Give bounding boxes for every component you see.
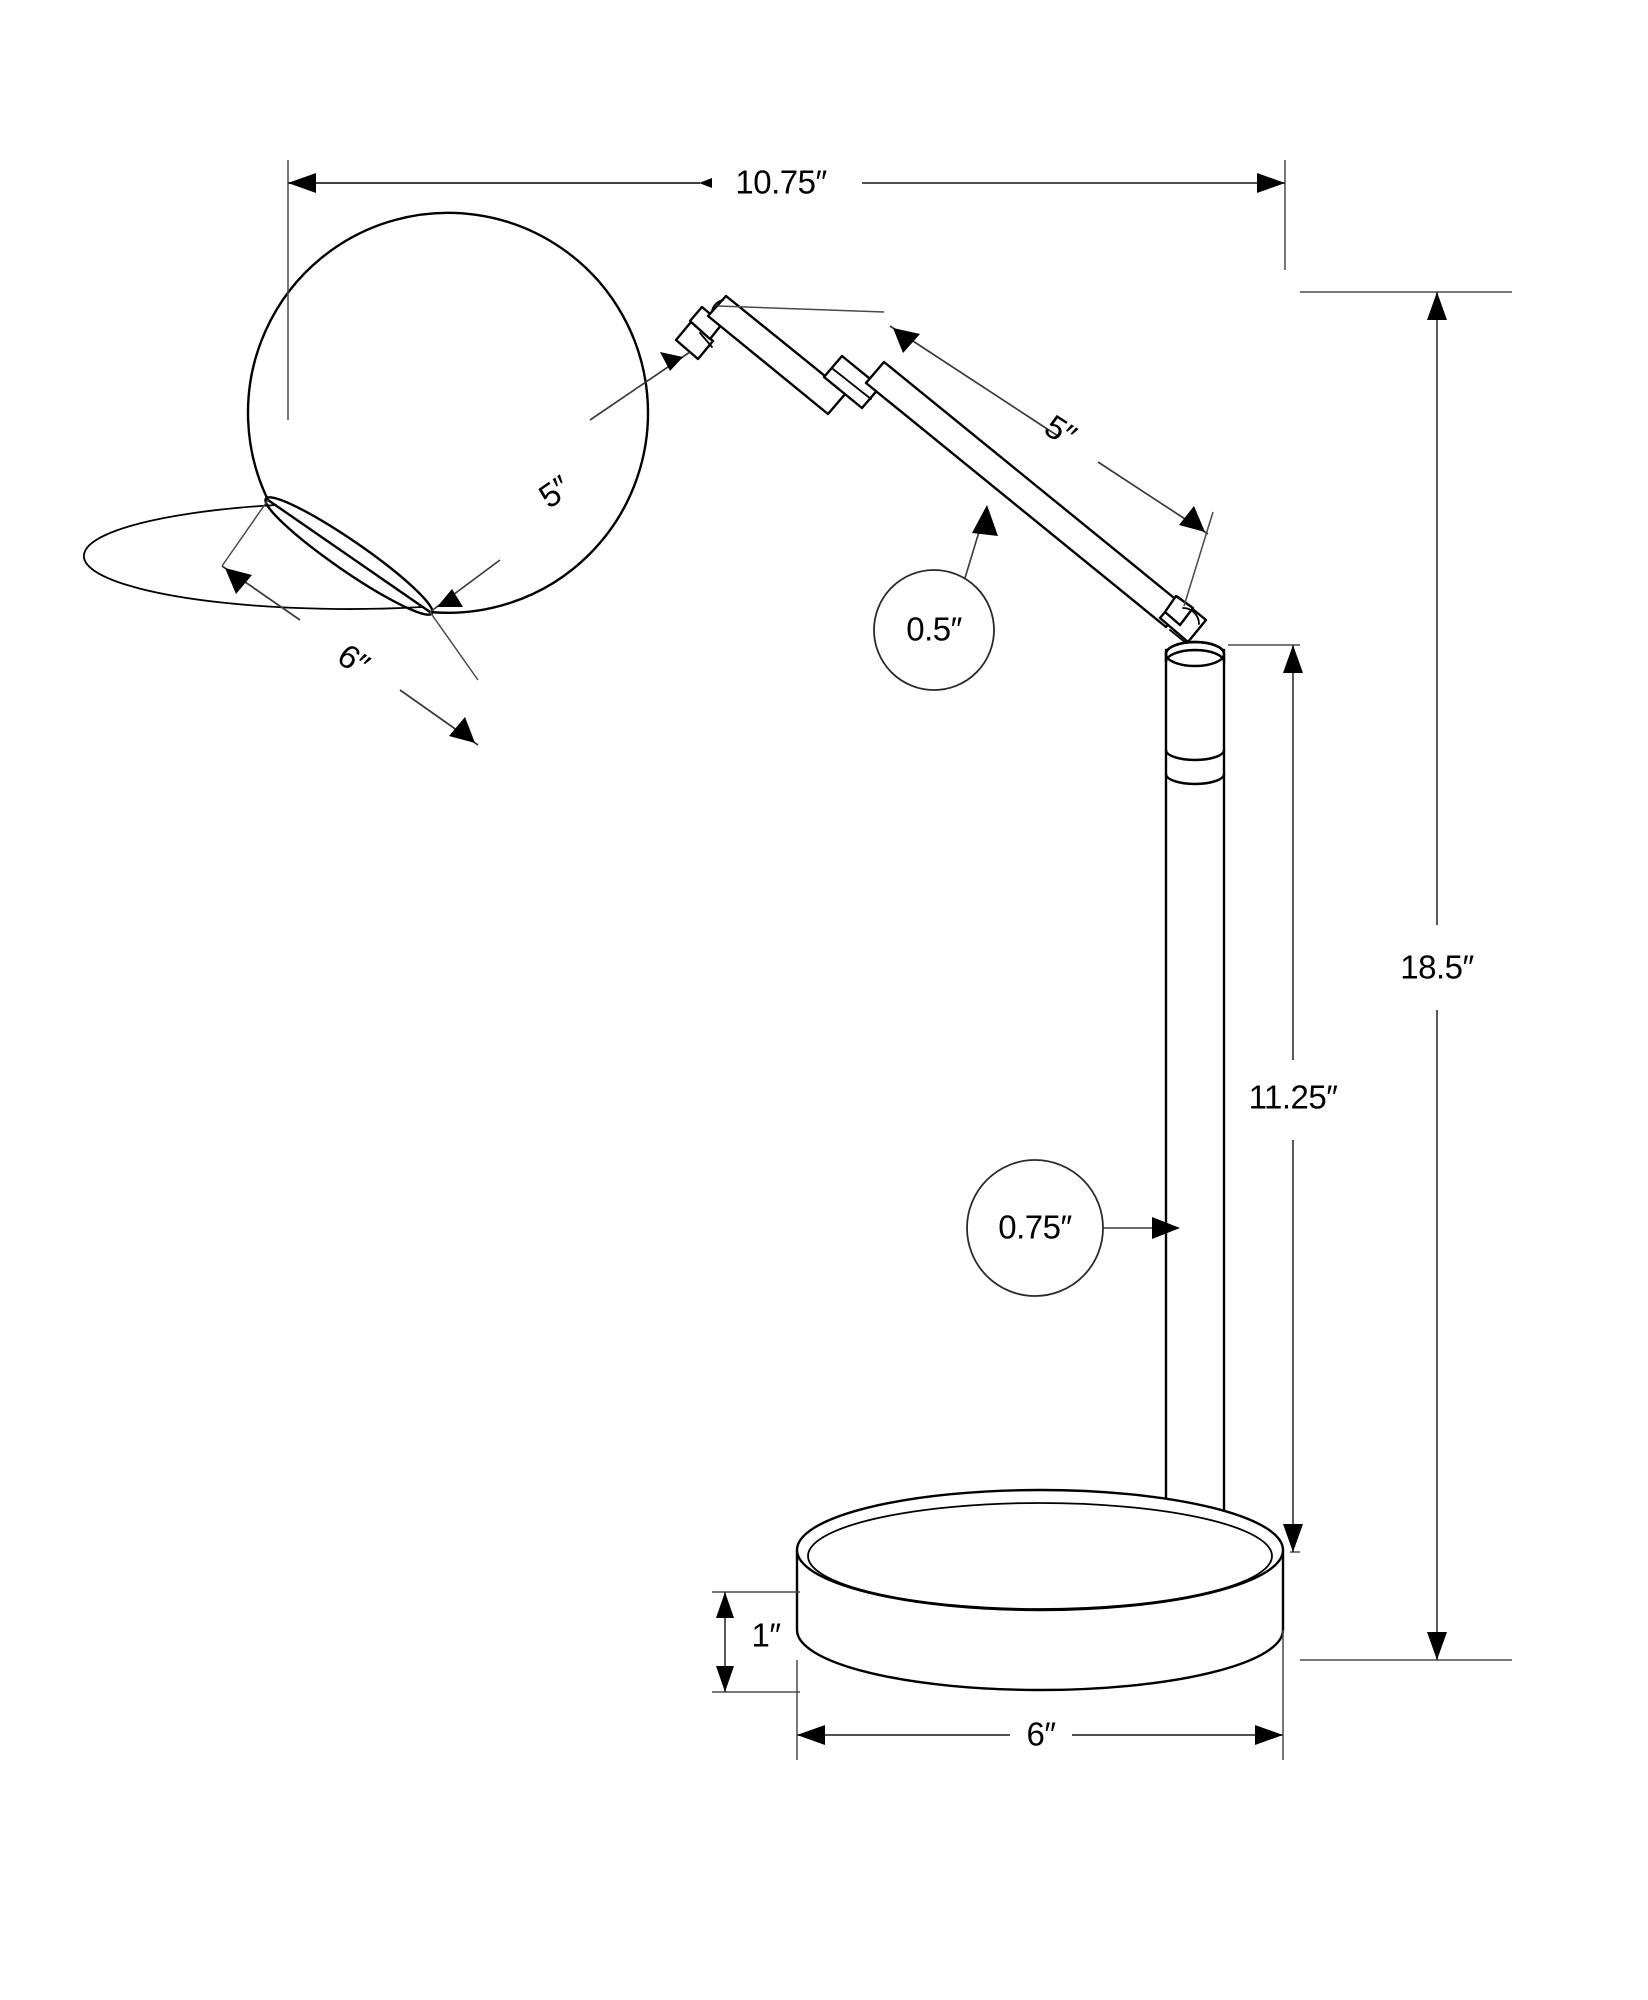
- lamp-shade: [82, 211, 650, 616]
- dim-post-height: 11.25″: [1228, 644, 1339, 1553]
- dim-label-overall-height: 18.5″: [1400, 949, 1474, 986]
- dim-label-shade-diameter: 6″: [331, 636, 377, 683]
- dim-label-shade-depth: 5″: [532, 468, 578, 515]
- dim-label-post-height: 11.25″: [1249, 1079, 1339, 1116]
- callout-balloon-arm-thickness: [873, 569, 995, 691]
- dim-label-base-height: 1″: [751, 1617, 781, 1654]
- dim-base-height: 1″: [712, 1591, 800, 1693]
- lamp-geometry: [82, 211, 1285, 1692]
- dim-shade-diameter: 6″: [221, 499, 479, 746]
- dim-overall-width: 10.75″: [287, 160, 1286, 420]
- callout-balloon-post-thickness: [966, 1159, 1104, 1297]
- lamp-post: [1164, 640, 1226, 1563]
- dim-post-thickness-callout: 0.75″: [966, 1159, 1180, 1297]
- elbow-joint: [1158, 594, 1208, 644]
- dim-shade-depth: 5″: [429, 351, 691, 613]
- dim-base-diameter: 6″: [796, 1630, 1284, 1760]
- lamp-base: [795, 1488, 1285, 1692]
- shade-neck-joint: [674, 305, 724, 361]
- dim-overall-height: 18.5″: [1300, 291, 1512, 1661]
- dim-label-base-diameter: 6″: [1026, 1716, 1056, 1753]
- dim-arm-thickness-callout: 0.5″: [873, 505, 998, 691]
- upper-arm: [706, 294, 882, 416]
- dim-label-arm-thickness: 0.5″: [906, 611, 962, 648]
- dim-label-post-thickness: 0.75″: [998, 1209, 1072, 1246]
- dim-label-overall-width: 10.75″: [735, 164, 827, 201]
- dim-label-arm-length: 5″: [1038, 407, 1083, 454]
